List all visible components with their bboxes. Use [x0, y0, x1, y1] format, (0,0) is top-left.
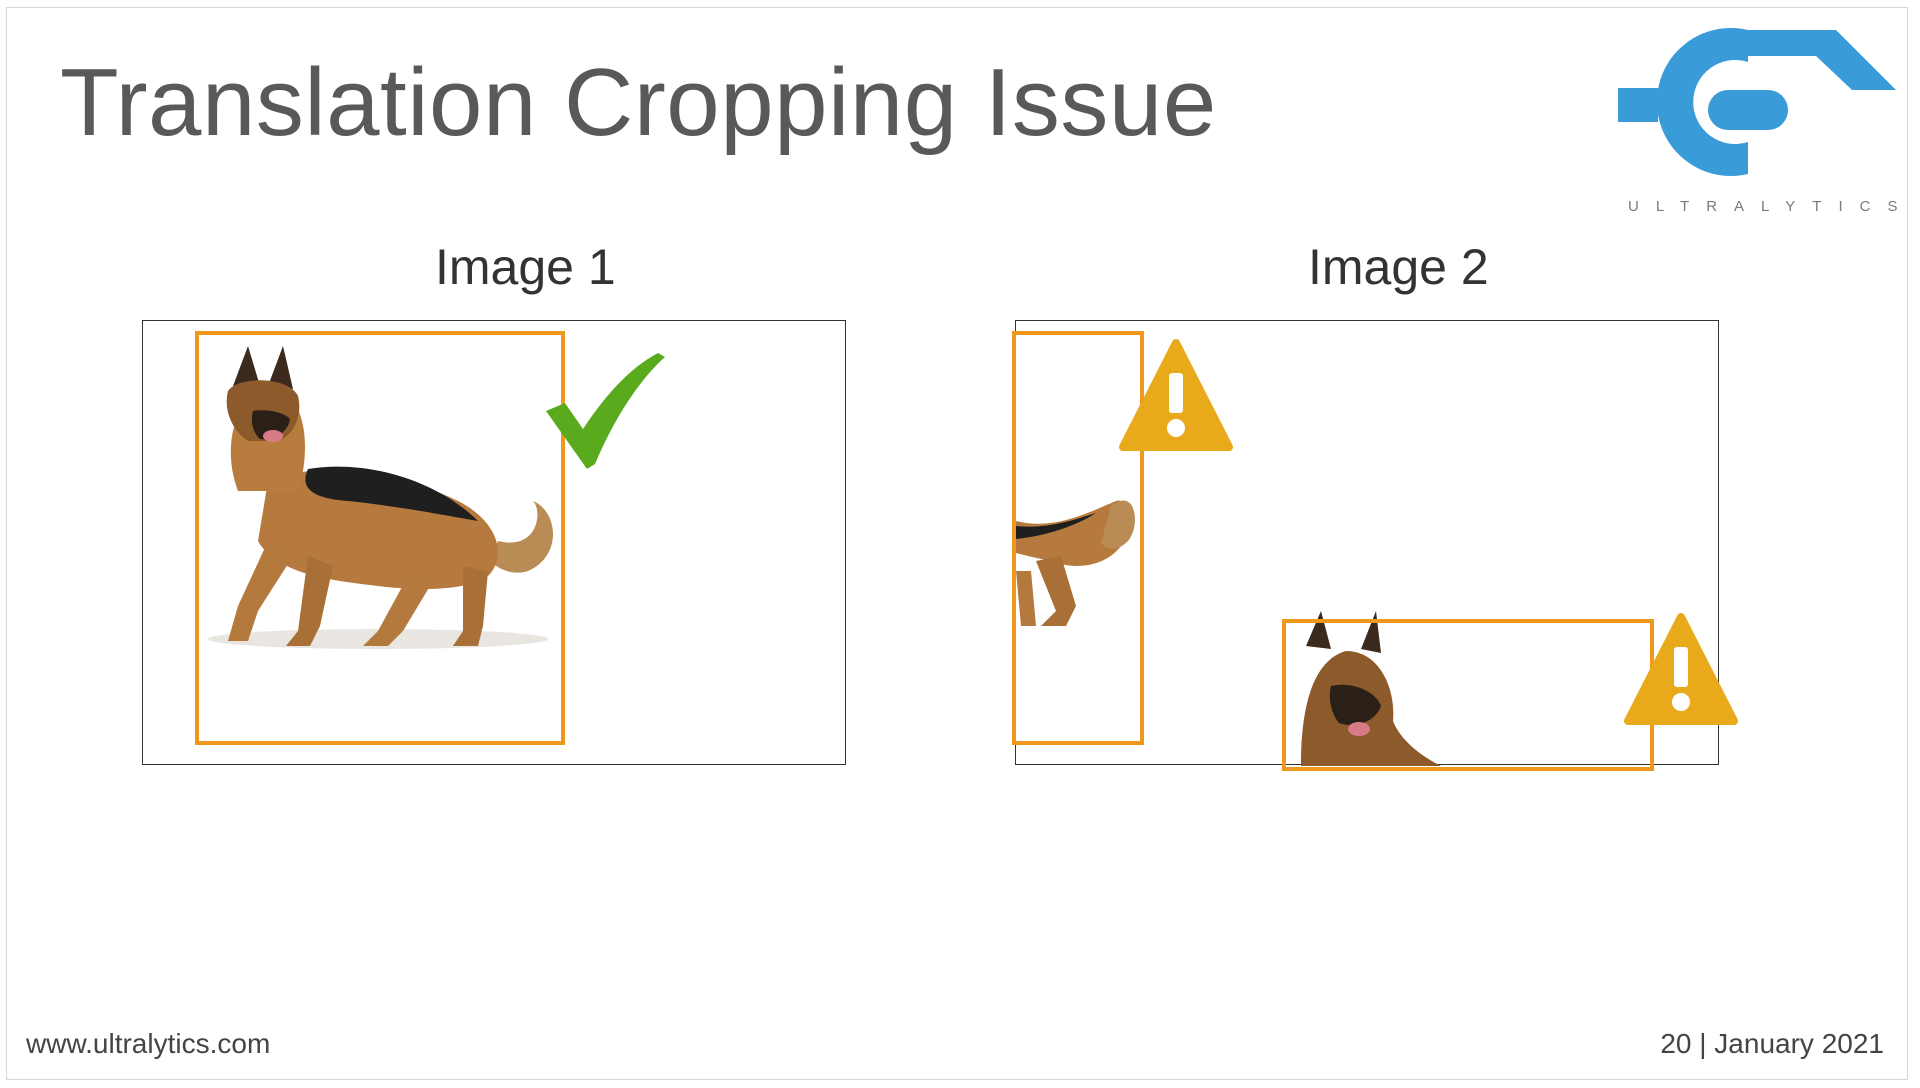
bounding-box [195, 331, 565, 745]
warning-icon-1 [1119, 339, 1233, 451]
logo-wordmark: ULTRALYTICS [1628, 198, 1915, 215]
footer-page-date: 20 | January 2021 [1660, 1028, 1884, 1059]
ultralytics-logo [1618, 28, 1896, 177]
image-2-panel [1012, 320, 1738, 771]
slide-frame [6, 7, 1908, 1080]
dog-full-illustration [208, 346, 553, 649]
footer-url[interactable]: www.ultralytics.com [26, 1028, 271, 1059]
slide-title: Translation Cropping Issue [60, 49, 1217, 156]
image-1-caption: Image 1 [435, 239, 616, 295]
dog-rear-crop [1016, 500, 1135, 626]
check-icon [546, 353, 665, 469]
warning-icon-2 [1624, 613, 1738, 725]
image-1-panel [142, 320, 846, 765]
dog-full [208, 346, 553, 649]
bounding-box-rear [1012, 331, 1144, 745]
warning-icons [1119, 339, 1738, 725]
image-2-caption: Image 2 [1308, 239, 1489, 295]
